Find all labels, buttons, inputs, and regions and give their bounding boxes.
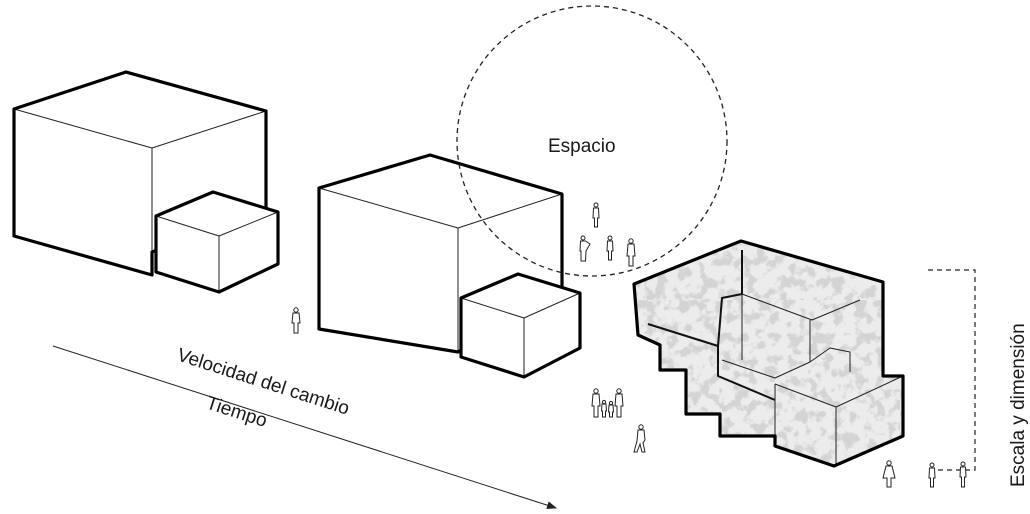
person-icon [959, 461, 967, 488]
person-figures [291, 202, 967, 488]
person-icon [600, 399, 608, 418]
person-icon [928, 462, 936, 488]
person-icon [614, 388, 624, 418]
person-icon [882, 460, 896, 488]
person-icon [607, 400, 615, 418]
space-label: Espacio [548, 136, 616, 157]
textured-stepped-block [632, 239, 905, 468]
person-icon [591, 388, 601, 418]
scale-bracket [928, 269, 976, 471]
scale-label: Escala y dimensión [1008, 323, 1029, 487]
small-block-left [154, 190, 280, 294]
person-icon [606, 235, 614, 261]
person-icon [579, 235, 591, 262]
person-icon [291, 307, 301, 334]
person-icon [592, 202, 600, 228]
person-icon [626, 238, 636, 267]
space-circle [456, 5, 728, 277]
person-icon [633, 424, 646, 453]
time-label: Tiempo [203, 393, 269, 432]
speed-label: Velocidad del cambio [174, 345, 351, 420]
time-arrow [52, 345, 557, 510]
small-block-middle [459, 272, 582, 379]
